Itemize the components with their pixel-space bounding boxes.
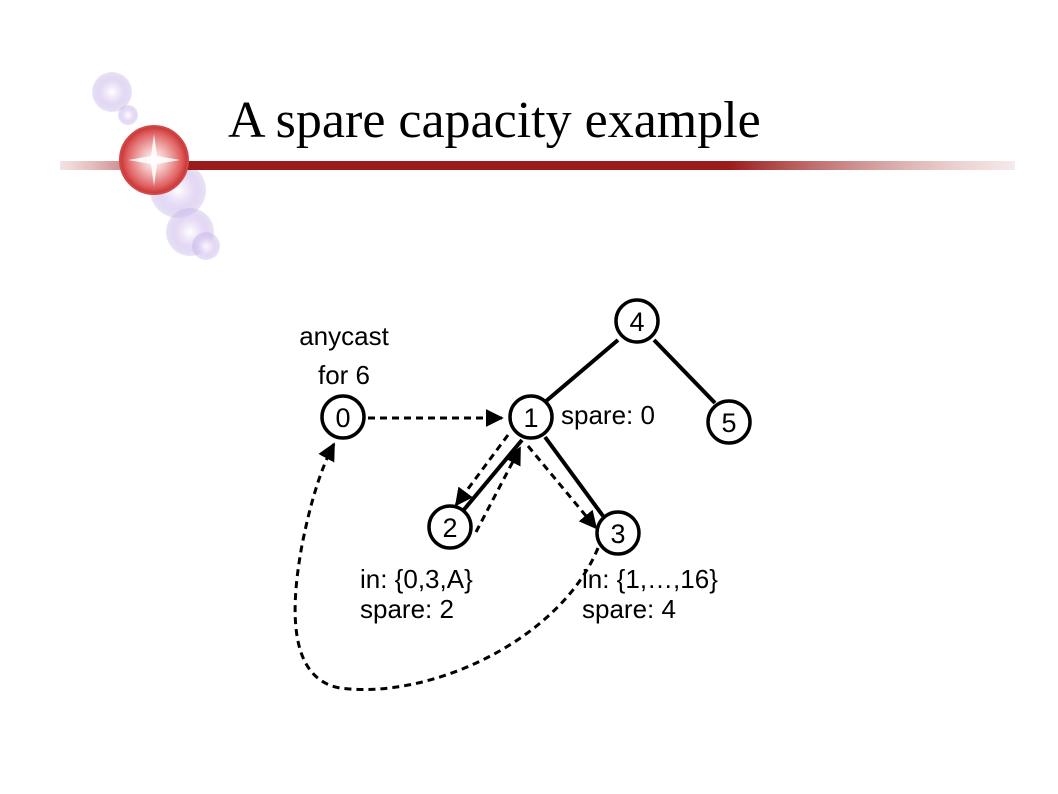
node-5: 5 [706, 399, 752, 445]
node-0-label: 0 [335, 403, 350, 433]
node-3: 3 [595, 510, 641, 556]
node-0: 0 [320, 394, 366, 440]
message-edge-2-1 [474, 446, 522, 533]
node-2-label: 2 [442, 513, 457, 543]
message-edge-3-0 [293, 442, 600, 691]
anycast-label: anycast [299, 321, 389, 351]
title-rule [60, 161, 1015, 170]
node-4: 4 [614, 298, 660, 344]
node-3-label: 3 [610, 519, 625, 549]
node-2: 2 [427, 504, 473, 550]
tree-edge-4-1 [543, 338, 620, 404]
node-2-in-label: in: {0,3,A} [360, 564, 473, 594]
node-3-in-label: in: {1,…,16} [582, 564, 718, 594]
tree-edge-1-3 [543, 435, 605, 518]
node-3-spare-label: spare: 4 [582, 594, 676, 624]
message-edge-1-3 [526, 445, 598, 530]
node-1-spare-label: spare: 0 [561, 400, 655, 430]
slide-title: A spare capacity example [228, 92, 761, 149]
node-5-label: 5 [721, 408, 736, 438]
orb-icon [119, 125, 189, 195]
anycast-target-label: for 6 [318, 360, 370, 390]
node-2-spare-label: spare: 2 [360, 594, 454, 624]
tree-edge-4-5 [652, 338, 717, 405]
node-1-label: 1 [523, 403, 538, 433]
tree-edge-1-2 [460, 438, 524, 514]
node-4-label: 4 [629, 307, 644, 337]
message-edge-1-2 [454, 434, 510, 507]
node-1: 1 [508, 394, 554, 440]
